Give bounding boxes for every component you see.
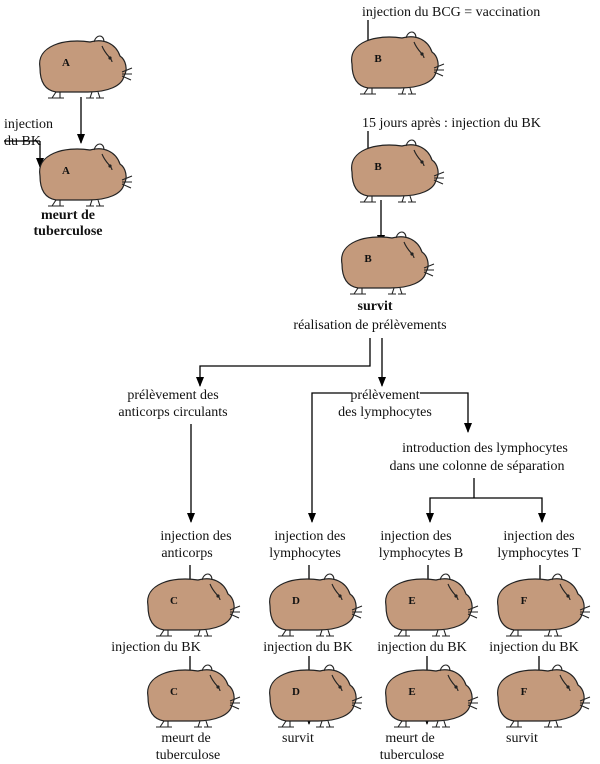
a-injection-label-1: injection <box>4 117 53 132</box>
guinea-pig-e-2: E <box>385 664 479 728</box>
guinea-pig-c-1: C <box>147 573 241 637</box>
guinea-pig-letter: A <box>62 165 70 177</box>
f-outcome-label: survit <box>506 731 538 746</box>
guinea-pig-letter: E <box>408 595 415 607</box>
column-label-2: dans une colonne de séparation <box>390 459 565 474</box>
b-prelevements-label: réalisation de prélèvements <box>293 318 446 333</box>
guinea-pig-letter: F <box>521 595 528 607</box>
guinea-pig-e-1: E <box>385 573 479 637</box>
c-outcome-label-1: meurt de <box>161 731 210 746</box>
guinea-pig-a-2: A <box>39 143 133 207</box>
a-outcome-label-1: meurt de <box>41 208 95 223</box>
d-injection-label-2: lymphocytes <box>269 546 341 561</box>
guinea-pig-b-2: B <box>351 139 445 203</box>
arrow-column-to-f <box>474 497 546 523</box>
column-label-1: introduction des lymphocytes <box>402 441 568 456</box>
guinea-pig-letter: B <box>374 161 382 173</box>
e-bk-label: injection du BK <box>377 640 466 655</box>
d-injection-label-1: injection des <box>274 529 345 544</box>
guinea-pig-letter: C <box>170 595 178 607</box>
guinea-pig-b-1: B <box>351 31 445 95</box>
guinea-pig-b-3: B <box>341 231 435 295</box>
arrow-to-antibodies <box>196 338 371 387</box>
e-injection-label-2: lymphocytes B <box>379 546 463 561</box>
b-15-days-label: 15 jours après : injection du BK <box>362 116 541 131</box>
prelev-lymphocytes-label-2: des lymphocytes <box>338 405 432 420</box>
guinea-pig-letter: E <box>408 686 415 698</box>
guinea-pig-letter: B <box>374 53 382 65</box>
guinea-pig-d-1: D <box>269 573 363 637</box>
e-outcome-label-1: meurt de <box>385 731 434 746</box>
f-injection-label-2: lymphocytes T <box>497 546 581 561</box>
guinea-pig-letter: A <box>62 57 70 69</box>
guinea-pig-letter: C <box>170 686 178 698</box>
guinea-pig-letter: D <box>292 686 300 698</box>
f-bk-label: injection du BK <box>489 640 578 655</box>
b-survit-label: survit <box>358 299 393 314</box>
guinea-pig-f-2: F <box>497 664 591 728</box>
prelev-lymphocytes-label-1: prélèvement <box>350 388 419 403</box>
arrow-lymphocytes-to-column <box>420 392 472 433</box>
d-bk-label: injection du BK <box>263 640 352 655</box>
c-bk-label: injection du BK <box>111 640 200 655</box>
guinea-pig-c-2: C <box>147 664 241 728</box>
prelev-antibodies-label-2: anticorps circulants <box>118 405 227 420</box>
f-injection-label-1: injection des <box>503 529 574 544</box>
guinea-pig-d-2: D <box>269 664 363 728</box>
c-outcome-label-2: tuberculose <box>156 748 221 763</box>
prelev-antibodies-label-1: prélèvement des <box>127 388 218 403</box>
guinea-pig-a-1: A <box>39 35 133 99</box>
c-injection-label-2: anticorps <box>161 546 212 561</box>
d-outcome-label: survit <box>282 731 314 746</box>
c-injection-label-1: injection des <box>160 529 231 544</box>
arrow-column-to-e <box>426 497 474 523</box>
guinea-pig-letter: F <box>521 686 528 698</box>
e-injection-label-1: injection des <box>380 529 451 544</box>
bcg-label: injection du BCG = vaccination <box>362 5 540 20</box>
guinea-pig-f-1: F <box>497 573 591 637</box>
e-outcome-label-2: tuberculose <box>380 748 445 763</box>
arrow-lymphocytes-to-d <box>308 392 352 523</box>
a-outcome-label-2: tuberculose <box>34 224 103 239</box>
guinea-pig-letter: D <box>292 595 300 607</box>
guinea-pig-letter: B <box>364 253 372 265</box>
